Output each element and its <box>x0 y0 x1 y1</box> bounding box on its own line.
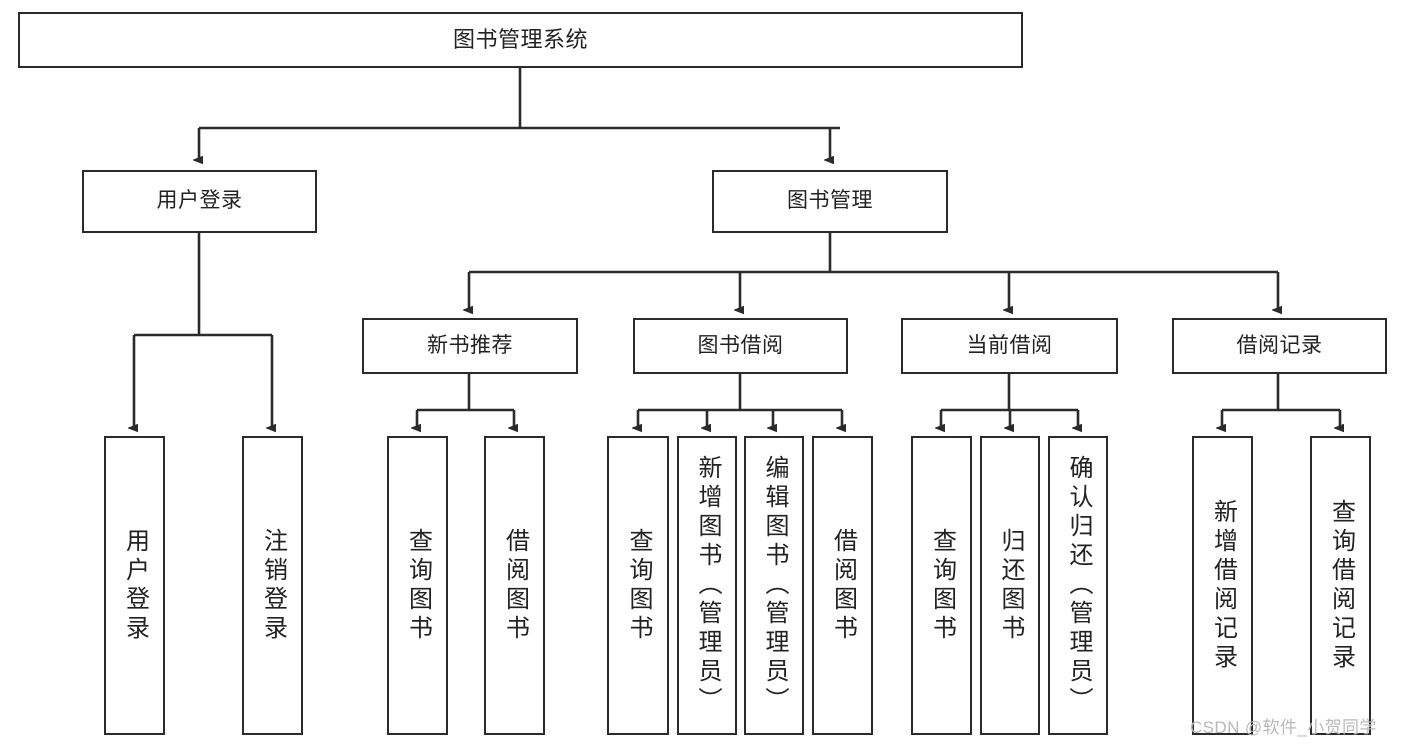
node-leaf-edit-book-admin[interactable]: 编辑图书（管理员） <box>744 436 804 735</box>
node-book-borrow[interactable]: 图书借阅 <box>633 318 848 374</box>
node-label: 图书借阅 <box>697 333 784 357</box>
node-label: 借阅记录 <box>1236 333 1323 357</box>
node-label: 查询图书 <box>625 527 652 644</box>
node-leaf-user-login[interactable]: 用户登录 <box>104 436 165 735</box>
node-label: 借阅图书 <box>829 527 857 644</box>
node-label: 图书管理 <box>787 189 873 213</box>
node-new-book-recommend[interactable]: 新书推荐 <box>362 318 578 374</box>
node-label: 新增图书（管理员） <box>694 455 721 716</box>
node-label: 注销登录 <box>259 527 287 644</box>
node-label: 新书推荐 <box>427 333 513 357</box>
node-leaf-return-book[interactable]: 归还图书 <box>980 436 1040 735</box>
node-label: 查询图书 <box>404 527 432 644</box>
watermark-text: CSDN @软件_小贺同学 <box>1190 718 1377 737</box>
node-leaf-add-borrow-record[interactable]: 新增借阅记录 <box>1192 436 1253 735</box>
node-label: 当前借阅 <box>966 333 1053 357</box>
node-leaf-query-book-borrow[interactable]: 查询图书 <box>607 436 669 735</box>
node-label: 归还图书 <box>997 527 1024 644</box>
node-leaf-confirm-return-admin[interactable]: 确认归还（管理员） <box>1048 436 1108 735</box>
node-label: 新增借阅记录 <box>1209 498 1237 673</box>
node-label: 借阅图书 <box>501 527 529 644</box>
node-label: 图书管理系统 <box>452 27 588 53</box>
node-leaf-logout[interactable]: 注销登录 <box>242 436 303 735</box>
node-leaf-query-borrow-record[interactable]: 查询借阅记录 <box>1310 436 1371 735</box>
node-current-borrow[interactable]: 当前借阅 <box>901 318 1118 374</box>
node-root-book-management-system[interactable]: 图书管理系统 <box>18 12 1023 68</box>
node-label: 用户登录 <box>156 189 243 213</box>
node-label: 查询借阅记录 <box>1327 498 1355 673</box>
node-borrow-record[interactable]: 借阅记录 <box>1172 318 1387 374</box>
node-leaf-borrow-book[interactable]: 借阅图书 <box>812 436 873 735</box>
node-leaf-add-book-admin[interactable]: 新增图书（管理员） <box>677 436 737 735</box>
node-leaf-query-book-current[interactable]: 查询图书 <box>911 436 972 735</box>
node-label: 确认归还（管理员） <box>1065 455 1092 716</box>
node-label: 用户登录 <box>121 527 149 644</box>
node-leaf-borrow-book-newbook[interactable]: 借阅图书 <box>484 436 545 735</box>
node-book-management[interactable]: 图书管理 <box>712 170 948 233</box>
node-label: 查询图书 <box>928 527 956 644</box>
node-user-login[interactable]: 用户登录 <box>82 170 317 233</box>
node-label: 编辑图书（管理员） <box>761 455 788 716</box>
node-leaf-query-book-newbook[interactable]: 查询图书 <box>387 436 448 735</box>
